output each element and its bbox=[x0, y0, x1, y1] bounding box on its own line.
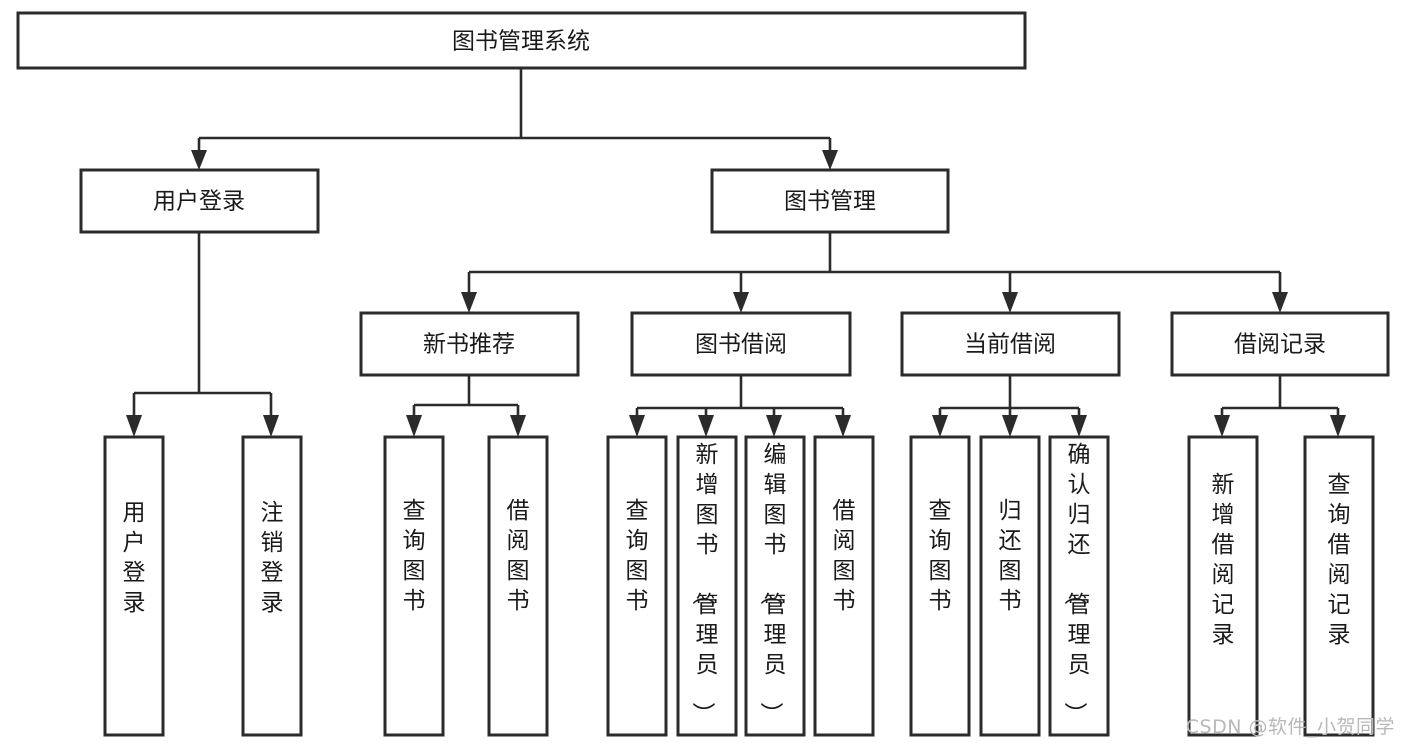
node-leaf-edit-book[interactable]: 编辑图书（管理员） bbox=[744, 435, 806, 737]
node-box bbox=[241, 435, 303, 737]
arrow-head-icon bbox=[263, 415, 279, 437]
node-leaf-logout-login[interactable]: 注销登录 bbox=[241, 435, 303, 737]
node-leaf-borrow-book-2[interactable]: 借阅图书 bbox=[813, 435, 875, 737]
node-box bbox=[979, 435, 1041, 737]
node-box bbox=[813, 435, 875, 737]
arrow-head-icon bbox=[1330, 415, 1346, 437]
node-box bbox=[630, 311, 852, 377]
edges-bookmgmt-to-level3 bbox=[461, 232, 1288, 313]
node-label: 新书推荐 bbox=[423, 332, 515, 358]
node-box bbox=[676, 435, 738, 737]
node-label: 借阅记录 bbox=[1234, 332, 1326, 358]
arrow-head-icon bbox=[1002, 292, 1018, 313]
arrow-head-icon bbox=[126, 415, 142, 437]
node-box bbox=[1303, 435, 1375, 737]
node-leaf-query-book-1[interactable]: 查询图书 bbox=[383, 435, 445, 737]
node-label: 当前借阅 bbox=[964, 332, 1056, 358]
arrow-head-icon bbox=[698, 415, 714, 437]
node-box bbox=[909, 435, 971, 737]
node-box bbox=[900, 311, 1121, 377]
node-box bbox=[1187, 435, 1259, 737]
node-label: 新增借阅记录 bbox=[1212, 472, 1235, 648]
node-label: 注销登录 bbox=[261, 500, 284, 616]
node-box bbox=[1048, 435, 1110, 737]
node-box bbox=[744, 435, 806, 737]
node-user-login[interactable]: 用户登录 bbox=[79, 168, 320, 234]
node-leaf-query-book-3[interactable]: 查询图书 bbox=[909, 435, 971, 737]
arrow-head-icon bbox=[822, 150, 838, 170]
node-current-borrow[interactable]: 当前借阅 bbox=[900, 311, 1121, 377]
node-label: 编辑图书（管理员） bbox=[758, 442, 787, 725]
node-label: 用户登录 bbox=[123, 500, 146, 616]
node-label: 图书管理 bbox=[784, 189, 876, 215]
node-leaf-query-book-2[interactable]: 查询图书 bbox=[606, 435, 668, 737]
node-box bbox=[487, 435, 549, 737]
node-label: 查询图书 bbox=[626, 498, 649, 614]
node-leaf-confirm-return[interactable]: 确认归还（管理员） bbox=[1048, 435, 1110, 737]
node-leaf-return-book[interactable]: 归还图书 bbox=[979, 435, 1041, 737]
node-book-borrow[interactable]: 图书借阅 bbox=[630, 311, 852, 377]
node-box bbox=[103, 435, 165, 737]
node-leaf-add-book[interactable]: 新增图书（管理员） bbox=[676, 435, 738, 737]
edges-root-to-level2 bbox=[191, 68, 838, 170]
arrow-head-icon bbox=[835, 415, 851, 437]
arrow-head-icon bbox=[1002, 415, 1018, 437]
node-book-management-system[interactable]: 图书管理系统 bbox=[16, 11, 1027, 70]
node-label: 用户登录 bbox=[153, 189, 245, 215]
node-leaf-query-record[interactable]: 查询借阅记录 bbox=[1303, 435, 1375, 737]
edges-borrowrecord-to-leaves bbox=[1214, 375, 1346, 437]
arrow-head-icon bbox=[191, 150, 207, 170]
edges-currentborrow-to-leaves bbox=[932, 375, 1087, 437]
arrow-head-icon bbox=[932, 415, 948, 437]
arrow-head-icon bbox=[510, 415, 526, 437]
node-label: 查询图书 bbox=[403, 498, 426, 614]
node-label: 图书管理系统 bbox=[452, 29, 590, 55]
arrow-head-icon bbox=[629, 415, 645, 437]
node-box bbox=[383, 435, 445, 737]
node-label: 图书借阅 bbox=[695, 332, 787, 358]
node-leaf-user-login[interactable]: 用户登录 bbox=[103, 435, 165, 737]
edges-userlogin-to-leaves bbox=[126, 232, 279, 437]
node-box bbox=[606, 435, 668, 737]
arrow-head-icon bbox=[1272, 292, 1288, 313]
arrow-head-icon bbox=[1071, 415, 1087, 437]
node-label: 归还图书 bbox=[999, 498, 1022, 614]
node-label: 查询借阅记录 bbox=[1328, 472, 1351, 648]
node-label: 借阅图书 bbox=[507, 498, 530, 614]
node-label: 新增图书（管理员） bbox=[690, 442, 719, 725]
arrow-head-icon bbox=[406, 415, 422, 437]
edges-newbook-to-leaves bbox=[406, 375, 526, 437]
node-label: 借阅图书 bbox=[833, 498, 856, 614]
arrow-head-icon bbox=[766, 415, 782, 437]
arrow-head-icon bbox=[733, 292, 749, 313]
edges-bookborrow-to-leaves bbox=[629, 375, 851, 437]
node-book-management[interactable]: 图书管理 bbox=[710, 168, 950, 234]
node-leaf-add-record[interactable]: 新增借阅记录 bbox=[1187, 435, 1259, 737]
node-box bbox=[710, 168, 950, 234]
arrow-head-icon bbox=[1214, 415, 1230, 437]
node-leaf-borrow-book-1[interactable]: 借阅图书 bbox=[487, 435, 549, 737]
node-new-book-recommend[interactable]: 新书推荐 bbox=[359, 311, 580, 377]
node-label: 确认归还（管理员） bbox=[1062, 442, 1091, 725]
node-box bbox=[359, 311, 580, 377]
node-box bbox=[16, 11, 1027, 70]
node-borrow-record[interactable]: 借阅记录 bbox=[1170, 311, 1390, 377]
node-box bbox=[1170, 311, 1390, 377]
node-label: 查询图书 bbox=[929, 498, 952, 614]
arrow-head-icon bbox=[461, 292, 477, 313]
node-box bbox=[79, 168, 320, 234]
